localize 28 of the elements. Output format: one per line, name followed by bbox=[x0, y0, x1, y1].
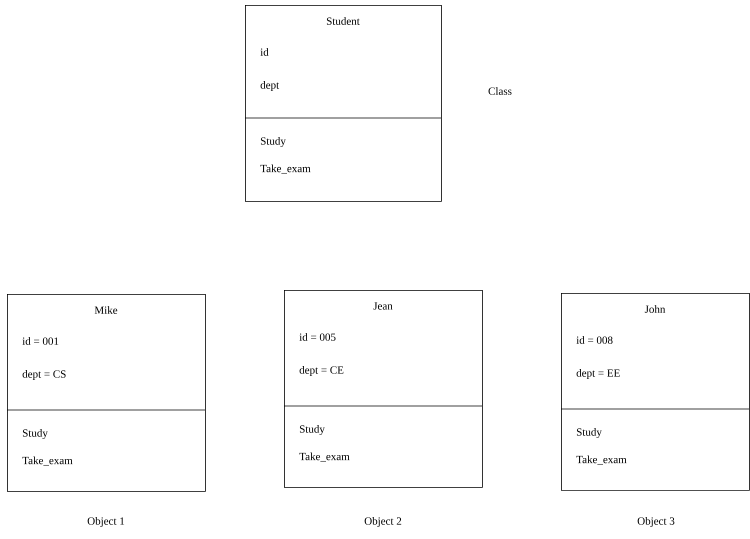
attribute-text: id = 001 bbox=[22, 337, 58, 345]
box-caption: Object 2 bbox=[364, 517, 402, 527]
method-text: Take_exam bbox=[299, 452, 350, 462]
attribute-text: dept = EE bbox=[576, 369, 620, 379]
attribute-text: dept = CE bbox=[300, 366, 344, 376]
class-name: Jean bbox=[373, 302, 393, 310]
box-caption: Object 3 bbox=[638, 517, 674, 527]
class-box bbox=[560, 293, 750, 491]
method-text: Take_exam bbox=[260, 164, 311, 174]
class-box bbox=[284, 290, 483, 488]
attribute-text: id = 005 bbox=[299, 333, 336, 341]
class-name: Student bbox=[326, 17, 360, 25]
method-text: Study bbox=[576, 428, 602, 438]
attribute-text: id = 008 bbox=[576, 336, 613, 344]
diagram-label: Class bbox=[488, 87, 512, 95]
method-text: Take_exam bbox=[576, 456, 627, 465]
attribute-text: dept bbox=[260, 81, 280, 91]
method-text: Study bbox=[300, 425, 325, 435]
attribute-text: dept = CS bbox=[22, 370, 66, 380]
attribute-text: id bbox=[260, 48, 269, 56]
method-text: Study bbox=[22, 429, 48, 439]
class-name: John bbox=[644, 305, 666, 313]
method-text: Take_exam bbox=[22, 456, 73, 466]
class-box bbox=[244, 5, 442, 202]
method-text: Study bbox=[260, 137, 286, 147]
class-name: Mike bbox=[94, 306, 118, 314]
class-box bbox=[6, 294, 206, 492]
box-caption: Object 1 bbox=[88, 517, 124, 527]
